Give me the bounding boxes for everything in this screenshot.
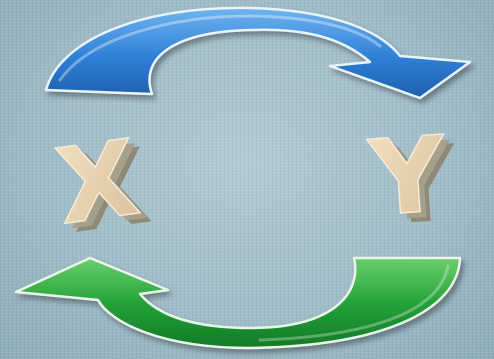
letter-y-label: Y (364, 113, 451, 240)
letter-x: X X X (49, 115, 157, 258)
letter-x-label: X (49, 116, 145, 248)
bottom-arrow (16, 258, 460, 348)
letter-y: Y Y Y (364, 112, 462, 250)
top-arrow (46, 8, 470, 98)
